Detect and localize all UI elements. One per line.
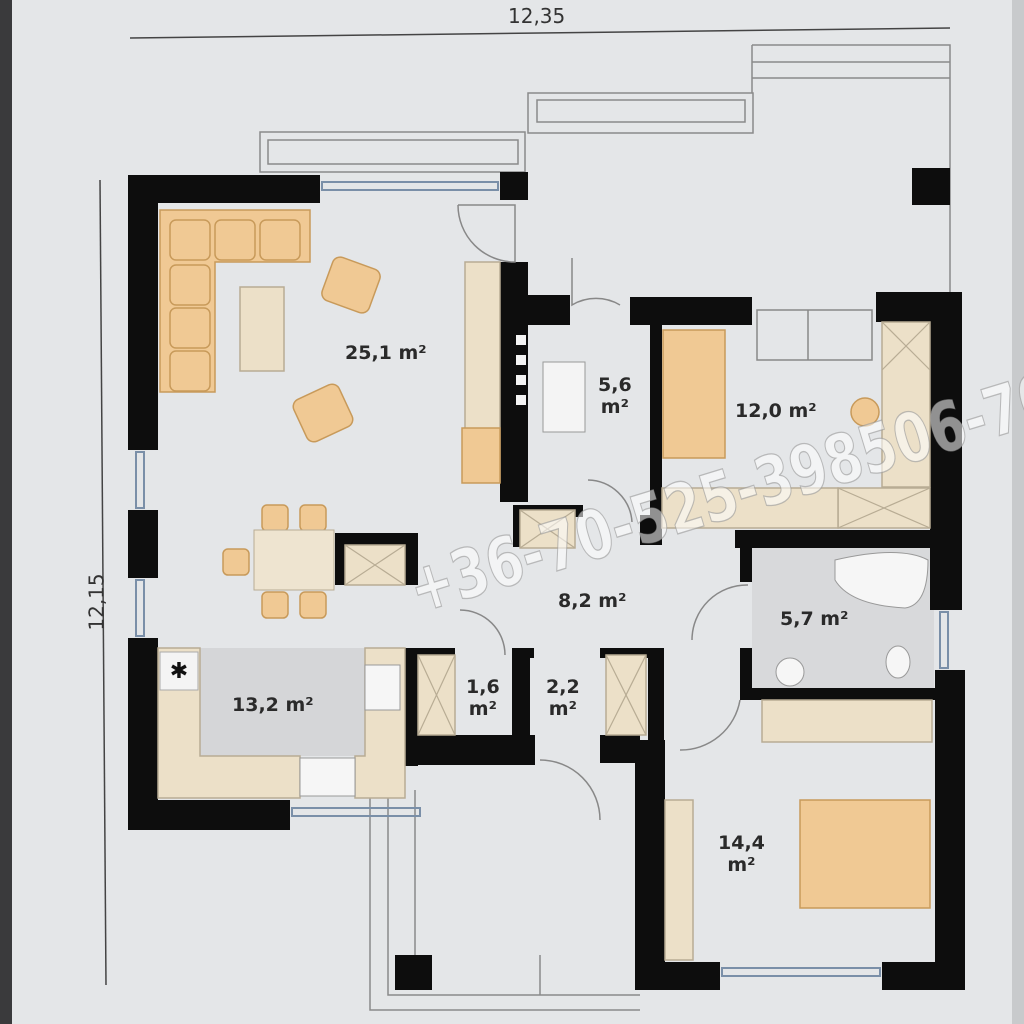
dimension-lines: [99, 27, 951, 986]
star-icon: ✱: [170, 659, 188, 684]
terrace-outlines: [259, 44, 951, 1011]
furniture: [159, 209, 931, 909]
cabinet-crosses: [344, 321, 931, 736]
wall-vents: [516, 335, 526, 405]
photo-edge: [0, 0, 12, 1024]
toilet: [885, 645, 911, 679]
bathtub: [834, 552, 929, 609]
area-unit: m²: [600, 396, 629, 418]
room-label-living: 25,1 m²: [345, 342, 427, 364]
sink: [775, 657, 805, 687]
windows: [135, 181, 949, 977]
doors: [457, 204, 873, 821]
width-dimension: 12,35: [508, 4, 566, 28]
area-value: 1,6: [466, 676, 500, 698]
area-value: 14,4: [718, 832, 765, 854]
room-label-kitchen: 13,2 m²: [232, 694, 314, 716]
photo-edge: [1012, 0, 1024, 1024]
room-label-bathroom: 5,7 m²: [780, 608, 849, 630]
stove: [364, 664, 401, 711]
area-unit: m²: [468, 698, 497, 720]
area-value: 2,2: [546, 676, 580, 698]
kitchen-sink: [299, 757, 356, 797]
height-dimension: 12,15: [84, 573, 109, 631]
chimney: [159, 651, 199, 691]
room-label-hall: 8,2 m²: [558, 590, 627, 612]
area-unit: m²: [548, 698, 577, 720]
area-value: 5,6: [598, 374, 632, 396]
area-unit: m²: [727, 854, 756, 876]
room-label-bedroom-small: 12,0 m²: [735, 400, 817, 422]
dining-table: [253, 529, 335, 591]
boiler: [542, 361, 586, 433]
kitchen-tile: [200, 648, 365, 756]
